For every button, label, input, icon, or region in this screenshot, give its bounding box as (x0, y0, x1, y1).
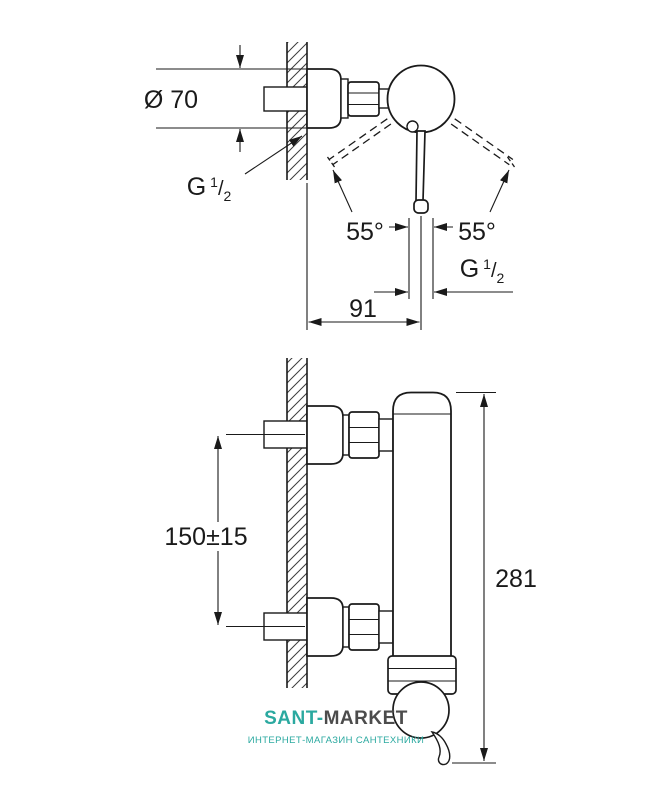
leader-arrow (244, 135, 303, 175)
angle-left-label: 55° (346, 218, 384, 246)
lever-top-view (415, 130, 426, 202)
angle-arrow (332, 169, 353, 213)
union-connector-upper (378, 418, 394, 452)
dim-diameter-label: Ø 70 (144, 86, 198, 114)
dimension-escutcheon-diameter: Ø 70 (144, 45, 306, 152)
watermark-brand-secondary: MARKET (324, 708, 408, 729)
dimension-wall-to-outlet: 91 (306, 183, 422, 330)
front-view: 150±15 281 (164, 358, 537, 766)
outlet-housing (387, 655, 457, 695)
escutcheon-neck-top-view (340, 78, 349, 119)
hex-nut-lower (348, 603, 380, 651)
watermark-brand: SANT-MARKET (264, 708, 408, 729)
outlet-dome (392, 681, 450, 739)
lever-swing-left (326, 118, 392, 168)
dim-150-label: 150±15 (164, 523, 247, 551)
union-connector-lower (378, 610, 394, 644)
angle-arrow (489, 169, 510, 213)
watermark-tagline: ИНТЕРНЕТ-МАГАЗИН САНТЕХНИКИ (248, 735, 425, 746)
dimension-overall-height: 281 (452, 391, 537, 764)
dim-91-label: 91 (349, 295, 377, 323)
concealed-supply-pipe-top (263, 86, 308, 112)
lever-pivot (406, 120, 419, 133)
escutcheon-lower (306, 597, 344, 657)
angle-dimension-left: 55° (332, 169, 408, 246)
mixer-body-top-view (386, 64, 456, 134)
watermark-brand-primary: SANT- (264, 708, 324, 729)
lever-swing-right (450, 118, 516, 168)
escutcheon-upper (306, 405, 344, 465)
escutcheon-neck-upper (342, 414, 350, 456)
lever-tip (413, 199, 429, 214)
angle-right-label: 55° (458, 218, 496, 246)
escutcheon-neck-lower (342, 606, 350, 648)
hose-hook (430, 731, 451, 766)
mixer-body-front-view (392, 391, 452, 661)
angle-dimension-right: 55° (434, 169, 510, 246)
hex-nut-top-view (347, 81, 380, 117)
hex-nut-upper (348, 411, 380, 459)
escutcheon-top-view (306, 68, 342, 129)
dimension-connection-distance: 150±15 (164, 433, 305, 628)
watermark: SANT-MARKET ИНТЕРНЕТ-МАГАЗИН САНТЕХНИКИ (248, 708, 425, 746)
dim-281-label: 281 (495, 565, 537, 593)
